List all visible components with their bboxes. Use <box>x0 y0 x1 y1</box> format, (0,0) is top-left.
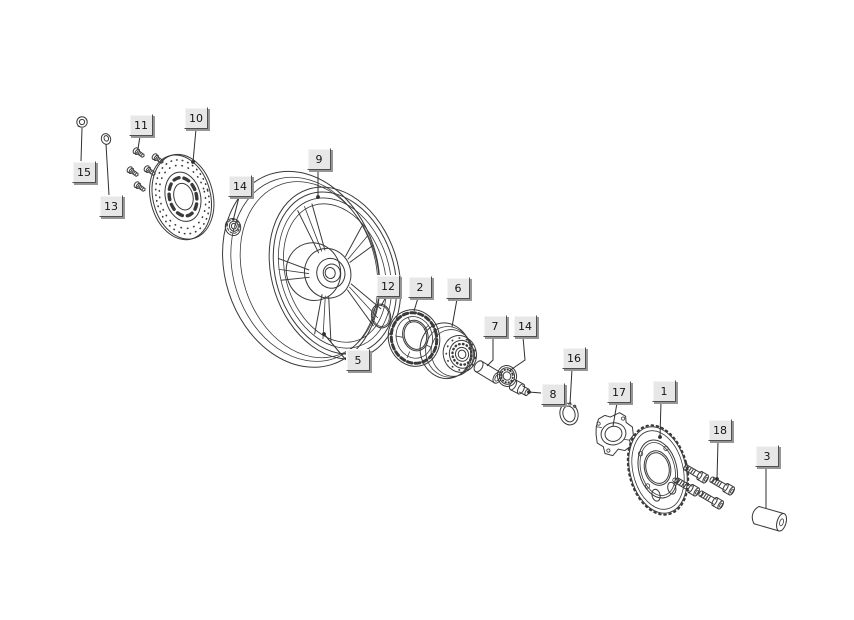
cap-nut <box>76 116 88 128</box>
leader-line-17 <box>612 402 618 427</box>
callout-2[interactable]: 2 <box>408 276 432 298</box>
sprocket <box>626 424 690 516</box>
leader-line-8 <box>528 391 542 394</box>
callout-3[interactable]: 3 <box>755 445 779 467</box>
leader-line-5 <box>323 333 347 361</box>
callout-8[interactable]: 8 <box>541 383 565 405</box>
roller-pin <box>751 505 788 532</box>
leader-line-1 <box>659 401 662 438</box>
sprocket-bolts <box>674 464 735 510</box>
o-ring <box>370 303 392 329</box>
leader-line-14b <box>508 336 526 372</box>
stepped-bushing <box>508 379 530 396</box>
leader-line-11 <box>137 135 141 150</box>
leader-line-6 <box>451 298 458 328</box>
callout-15[interactable]: 15 <box>72 161 96 183</box>
leader-line-2 <box>413 297 419 312</box>
leader-dot-1 <box>658 435 662 439</box>
disc-screws <box>126 147 164 192</box>
leader-dot-10 <box>191 160 195 164</box>
support-bracket <box>595 412 634 457</box>
callout-7[interactable]: 7 <box>483 315 507 337</box>
callout-10[interactable]: 10 <box>184 107 208 129</box>
callout-14b[interactable]: 14 <box>513 315 537 337</box>
leader-line-18 <box>716 440 719 480</box>
callout-13[interactable]: 13 <box>99 195 123 217</box>
drum-bearing <box>448 339 476 369</box>
leader-line-13 <box>105 143 110 196</box>
callout-17[interactable]: 17 <box>607 381 631 403</box>
callout-9[interactable]: 9 <box>307 148 331 170</box>
wheel-hub <box>285 242 352 301</box>
callout-14a[interactable]: 14 <box>228 175 252 197</box>
leader-line-16 <box>569 368 573 405</box>
leader-dot-18 <box>715 477 719 481</box>
callout-6[interactable]: 6 <box>446 277 470 299</box>
leader-dot-5 <box>322 332 326 336</box>
leader-line-7 <box>486 337 494 367</box>
callout-11[interactable]: 11 <box>129 114 153 136</box>
leader-dot-9 <box>316 195 320 199</box>
callout-18[interactable]: 18 <box>708 419 732 441</box>
leader-line-15 <box>80 127 83 162</box>
brake-disc <box>149 153 215 241</box>
cush-drive-damper <box>387 309 441 367</box>
wheel-spokes <box>277 203 382 343</box>
snap-ring <box>559 397 579 426</box>
leader-line-10 <box>192 128 197 163</box>
hub-drum <box>419 322 477 380</box>
leader-line-14a <box>232 196 240 222</box>
leader-line-12 <box>380 296 387 307</box>
callout-5[interactable]: 5 <box>346 349 370 371</box>
callout-12[interactable]: 12 <box>376 275 400 297</box>
leader-dot-8 <box>527 390 531 394</box>
callout-1[interactable]: 1 <box>652 380 676 402</box>
washer <box>100 133 112 145</box>
callout-16[interactable]: 16 <box>562 347 586 369</box>
